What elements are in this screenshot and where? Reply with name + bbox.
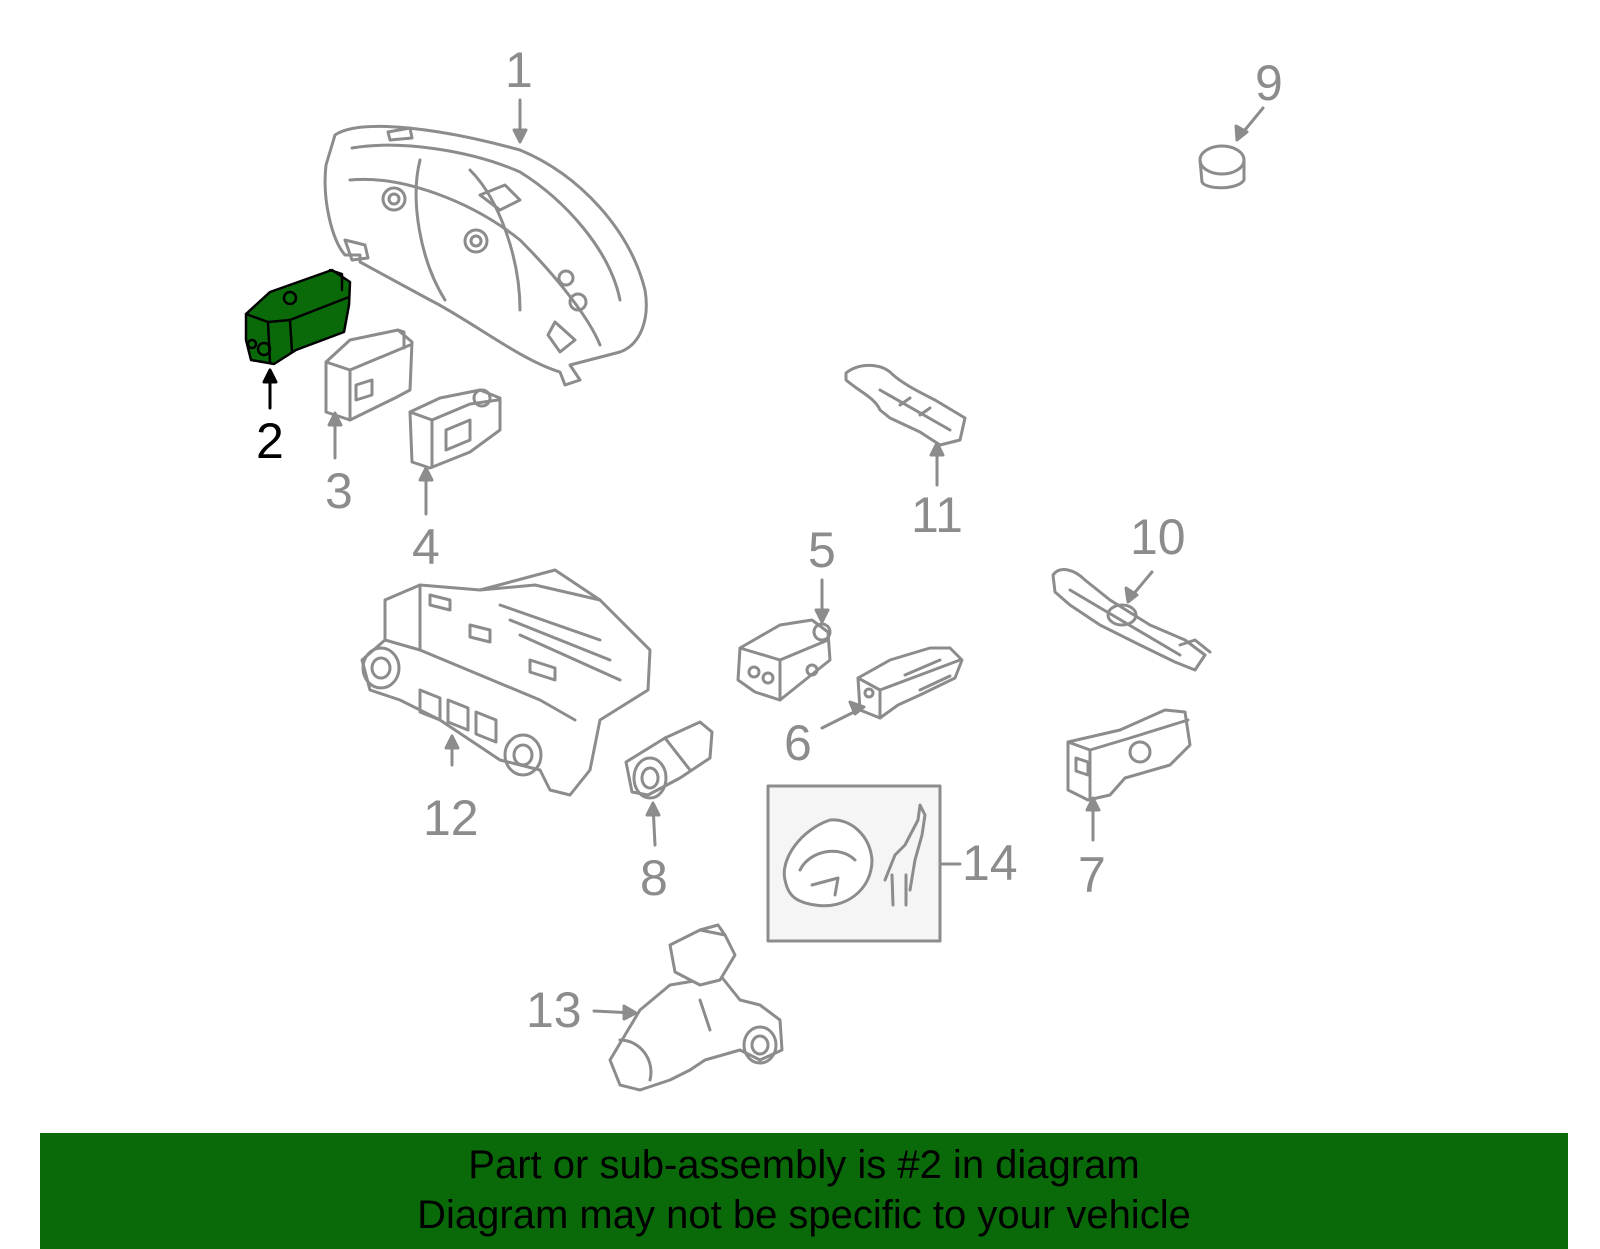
part-8-socket [624,720,714,800]
part-6-switch [856,646,964,720]
part-10-bracket [1051,568,1212,672]
part-5-switch [736,618,832,702]
part-7-switch [1066,708,1192,802]
info-banner: Part or sub-assembly is #2 in diagram Di… [40,1133,1568,1249]
banner-line-1: Part or sub-assembly is #2 in diagram [468,1143,1140,1187]
callout-5: 5 [808,522,836,578]
part-11-bracket [844,363,967,447]
callout-8: 8 [640,850,668,906]
callout-2-leader [262,368,278,410]
part-13-ignition [608,923,784,1092]
callout-12: 12 [423,790,479,846]
callout-3: 3 [325,463,353,519]
callout-1: 1 [505,42,533,98]
callout-7: 7 [1078,847,1106,903]
callout-10: 10 [1130,509,1186,565]
banner-line-2: Diagram may not be specific to your vehi… [417,1193,1191,1237]
callout-2: 2 [256,413,284,469]
callout-9: 9 [1255,55,1283,111]
part-14-kit [766,784,942,943]
part-1-instrument-cluster [323,124,648,387]
callout-11: 11 [911,487,963,543]
callout-13: 13 [526,982,582,1038]
callout-14: 14 [962,835,1018,891]
part-3-switch [324,328,414,422]
part-4-switch [408,388,502,470]
part-9-cap [1198,144,1246,190]
callout-4: 4 [412,519,440,575]
callout-leaders [327,98,1265,1021]
part-12-control-panel [360,568,652,797]
part-2-switch-highlighted [244,268,352,366]
callout-6: 6 [784,715,812,771]
